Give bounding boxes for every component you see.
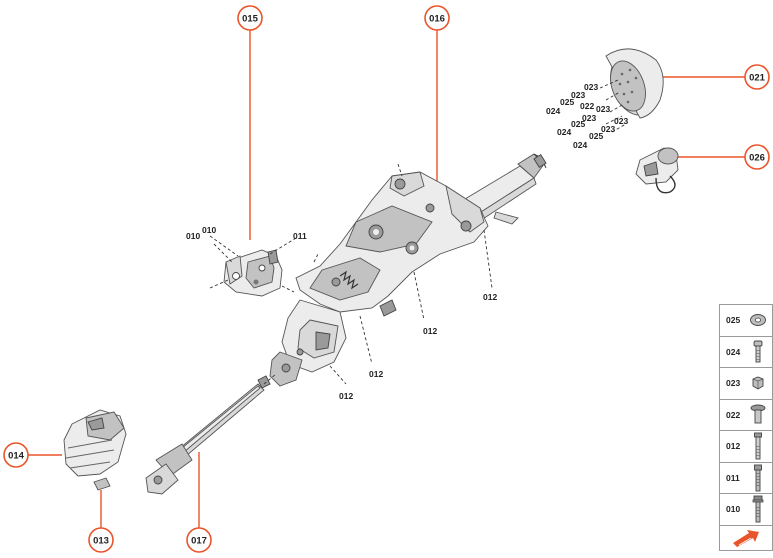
label-012: 012 [423,326,437,336]
legend-code: 010 [726,504,741,515]
screw-icon [749,339,767,365]
flat-head-bolt-icon [749,402,767,428]
callout-015[interactable]: 015 [237,5,263,31]
legend-code: 023 [726,378,741,389]
callout-021[interactable]: 021 [744,64,770,90]
label-023: 023 [601,124,615,134]
legend-row: 012 [720,431,772,463]
callout-013[interactable]: 013 [88,527,114,553]
label-022: 022 [580,101,594,111]
nut-icon [749,370,767,396]
legend-row: 010 [720,494,772,526]
label-012: 012 [483,292,497,302]
svg-text:026: 026 [749,153,765,164]
legend-code: 011 [726,472,740,483]
clip-part [93,477,111,491]
label-024: 024 [573,140,587,150]
svg-text:014: 014 [8,451,25,462]
legend-row: 024 [720,337,772,368]
legend-code: 012 [726,441,741,452]
svg-text:021: 021 [749,73,766,84]
column-boot-part [63,409,127,477]
label-024: 024 [546,106,560,116]
label-011: 011 [293,231,307,241]
svg-text:016: 016 [429,14,445,25]
legend-code: 024 [726,346,741,357]
label-025: 025 [560,97,574,107]
intermediate-shaft-part [145,375,271,495]
washer-icon [749,307,767,333]
ignition-switch-part [635,147,679,194]
label-012: 012 [369,369,383,379]
flange-bolt-icon [749,495,767,523]
label-012: 012 [339,391,353,401]
legend-code: 025 [726,315,741,326]
callout-026[interactable]: 026 [744,144,770,170]
legend-row: 023 [720,368,772,400]
label-010: 010 [202,225,216,235]
callout-014[interactable]: 014 [3,442,29,468]
legend-row: 011 [720,463,772,494]
steering-column-part [269,153,547,387]
label-010: 010 [186,231,200,241]
label-024: 024 [557,127,571,137]
svg-text:015: 015 [242,14,259,25]
label-023: 023 [614,116,628,126]
svg-text:017: 017 [191,536,207,547]
end-cap-part [605,48,664,119]
label-023: 023 [571,90,585,100]
fastener-legend: 025 024 023 022 012 011 010 [719,304,773,551]
direction-arrow-icon [720,526,772,550]
legend-code: 022 [726,409,741,420]
bracket-part [223,249,283,297]
label-023: 023 [596,104,610,114]
legend-row: 022 [720,400,772,431]
label-025: 025 [589,131,603,141]
long-bolt-icon [749,432,767,460]
stud-bolt-icon [749,464,767,492]
legend-row: 025 [720,305,772,337]
label-023: 023 [584,82,598,92]
callout-016[interactable]: 016 [424,5,450,31]
svg-text:013: 013 [93,536,109,547]
label-025: 025 [571,119,585,129]
callout-017[interactable]: 017 [186,527,212,553]
label-023: 023 [582,113,596,123]
